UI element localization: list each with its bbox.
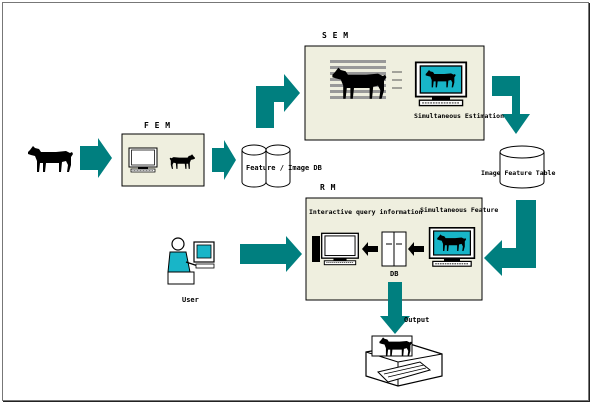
sem-label: S E M	[322, 31, 349, 40]
sem-dog-estimation-graphic	[330, 60, 402, 99]
image-feature-table-icon	[499, 145, 545, 189]
arrow-db-to-sem	[256, 74, 300, 128]
rm-arrow-feature-to-db	[408, 242, 424, 256]
feature-image-db-label: Feature / Image DB	[246, 164, 322, 172]
user-at-computer-icon	[167, 237, 215, 285]
arrow-rm-to-output	[380, 282, 410, 334]
output-label: Output	[404, 316, 429, 324]
arrow-fem-to-db	[212, 140, 236, 180]
arrow-sem-to-table	[492, 76, 530, 134]
interactive-query-label: Interactive query information	[309, 208, 423, 216]
rm-query-computer-icon	[312, 232, 359, 266]
rm-arrow-db-to-query	[362, 242, 378, 256]
rm-label: R M	[320, 183, 336, 192]
user-label: User	[182, 296, 199, 304]
arrow-table-to-rm	[484, 200, 536, 276]
rm-db-server-icon	[381, 231, 407, 267]
input-dog-icon	[28, 146, 73, 172]
arrow-user-to-rm	[240, 236, 302, 272]
arrow-input-to-fem	[80, 138, 112, 178]
image-feature-table-label: Image Feature Table	[481, 169, 555, 177]
simultaneous-feature-label: Simultaneous Feature	[420, 206, 498, 214]
simultaneous-estimation-label: Simultaneous Estimation	[414, 112, 504, 120]
fem-label: F E M	[144, 121, 171, 130]
db-label: DB	[390, 270, 398, 278]
feature-image-db-icon	[241, 144, 291, 188]
